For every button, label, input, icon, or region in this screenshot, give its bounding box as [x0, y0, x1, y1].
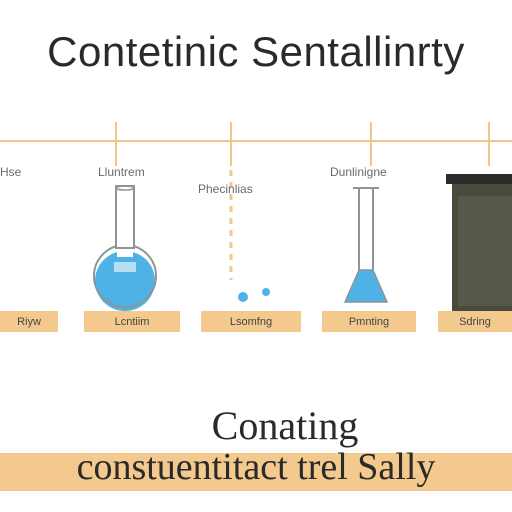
- section-subtitle: Conating: [211, 403, 359, 448]
- round-flask-icon: [93, 185, 157, 311]
- conical-flask-icon: [343, 187, 389, 303]
- bottom-banner-text: constuentitact trel Sally: [76, 446, 436, 488]
- stage-label: Lluntrem: [98, 165, 145, 179]
- stage-plate: Lsomfng: [201, 311, 301, 332]
- stage-label: Phecinlias: [198, 182, 253, 196]
- stage-plate: Lcntiim: [84, 311, 180, 332]
- stage-label: Hse: [0, 165, 22, 179]
- stage-plate: Sdring: [438, 311, 512, 332]
- timeline-ticks: [115, 122, 490, 166]
- storage-tank-icon: [446, 174, 512, 312]
- drip-column-icon: [229, 170, 270, 302]
- stage-plate: Riyw: [0, 311, 58, 332]
- diagram-title: Contetinic Sentallinrty: [47, 28, 465, 75]
- stage-label: Dunlinigne: [330, 165, 387, 179]
- bottom-banner: [0, 453, 512, 491]
- stage-plate: Pmnting: [322, 311, 416, 332]
